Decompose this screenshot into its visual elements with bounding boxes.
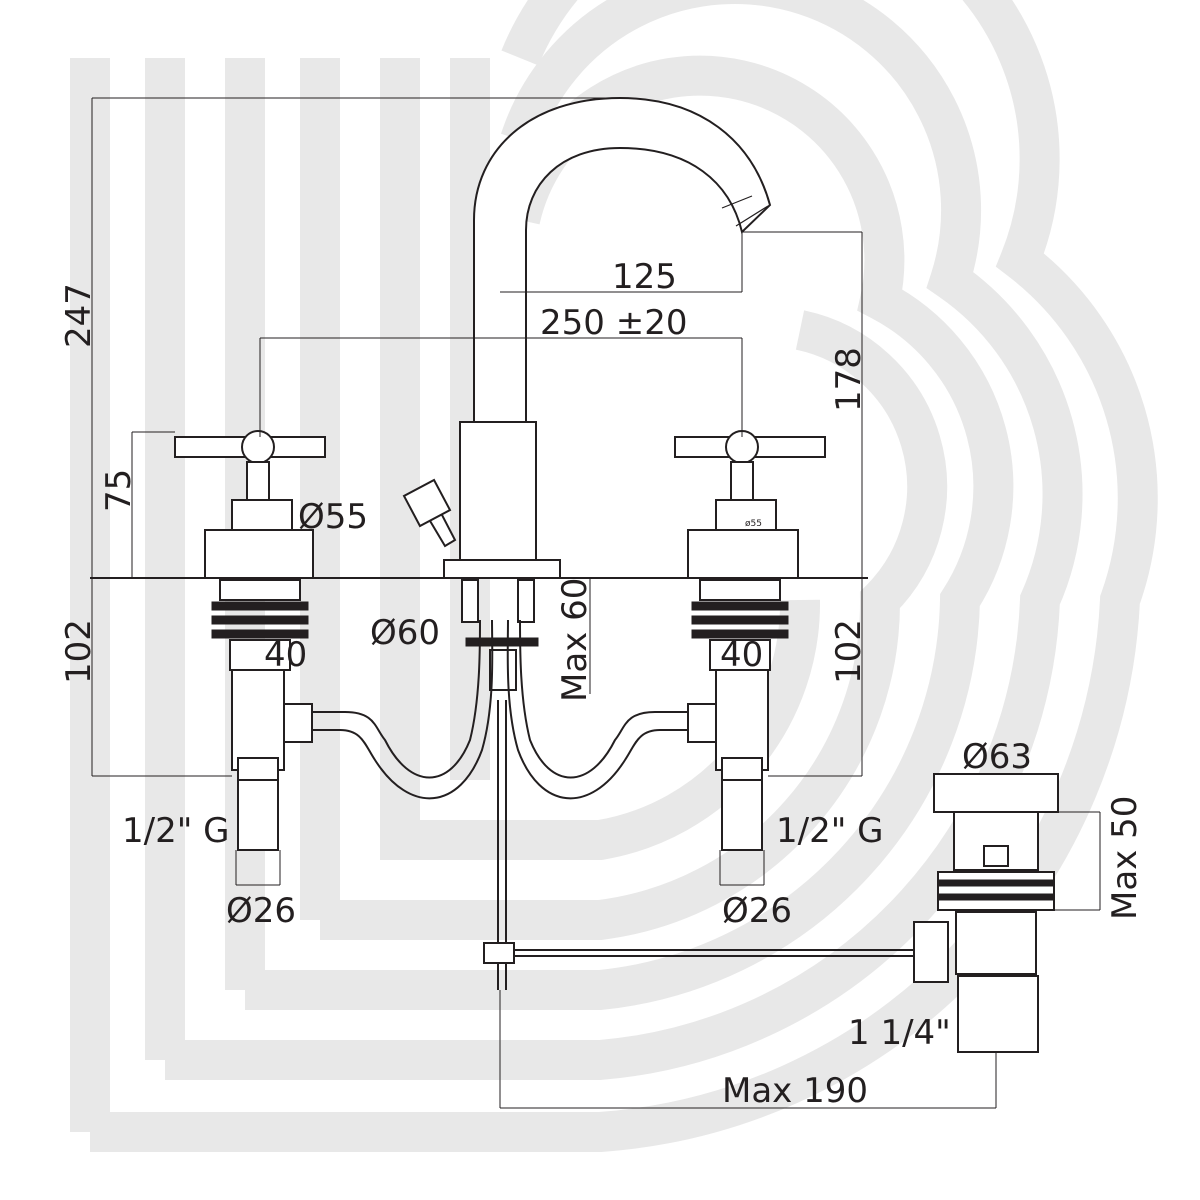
handle-height-label: 75: [99, 469, 139, 512]
thread-left-label: 1/2" G: [122, 811, 230, 851]
spout-outlet-height-label: 178: [829, 347, 869, 412]
spout: [402, 96, 772, 579]
waste-flange-diameter-label: Ø63: [962, 737, 1032, 777]
overall-height-label: 247: [59, 283, 99, 348]
pop-up-waste: [913, 773, 1059, 1053]
connector-diameter-left-label: Ø26: [226, 891, 296, 931]
max-deck-thickness-label: Max 60: [555, 578, 595, 702]
spout-reach-label: 125: [612, 257, 677, 297]
shank-width-right-label: 40: [720, 635, 763, 675]
shank-length-left-label: 102: [59, 619, 99, 684]
pull-rod: [483, 942, 914, 964]
flange-diameter-right-label: ø55: [745, 519, 762, 529]
right-valve-handle: [674, 430, 826, 579]
base-diameter-label: Ø60: [370, 613, 440, 653]
left-valve-body: [211, 579, 309, 851]
shank-width-left-label: 40: [264, 635, 307, 675]
dimension-labels: 247 125 250 ±20 178 75 Ø55 ø55 Ø60 Max 6…: [59, 257, 1145, 1111]
pull-rod-reach-label: Max 190: [722, 1071, 868, 1111]
spout-connectors: [461, 579, 539, 990]
left-valve-handle: [174, 430, 326, 579]
flex-hoses: [283, 619, 717, 800]
center-distance-label: 250 ±20: [540, 303, 687, 343]
right-valve-body: [691, 579, 789, 851]
connector-diameter-right-label: Ø26: [722, 891, 792, 931]
shank-length-right-label: 102: [829, 619, 869, 684]
waste-max-height-label: Max 50: [1105, 796, 1145, 920]
waste-thread-label: 1 1/4": [848, 1013, 951, 1053]
flange-diameter-left-label: Ø55: [298, 497, 368, 537]
dimension-lines: [91, 97, 1101, 1109]
thread-right-label: 1/2" G: [776, 811, 884, 851]
